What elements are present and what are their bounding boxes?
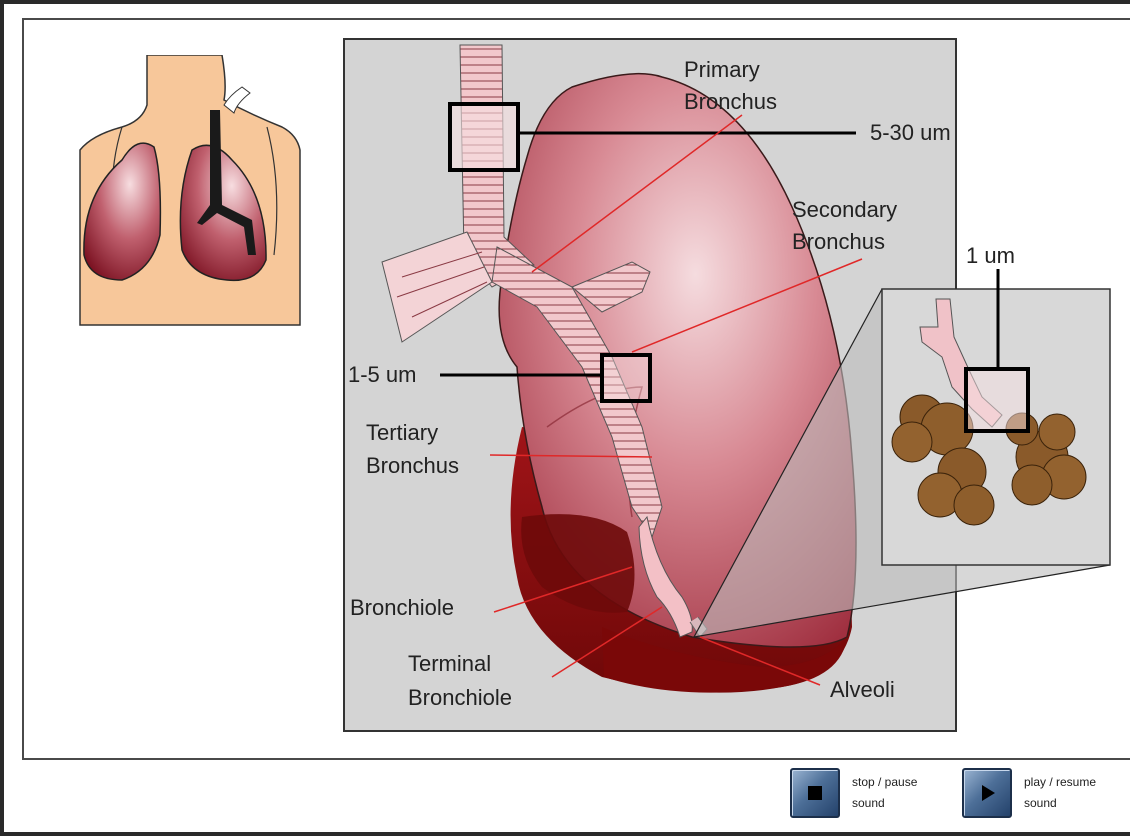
bronchiole-label: Bronchiole [350,595,454,620]
play-resume-button[interactable] [962,768,1012,818]
secondary-bronchus-label: Secondary [792,197,897,222]
primary-size-label: 5-30 um [870,120,951,145]
secondary-bronchus-label: Bronchus [792,229,885,254]
alveoli-size-label: 1 um [966,243,1015,268]
secondary-size-label: 1-5 um [348,362,416,387]
alveoli-label: Alveoli [830,677,895,702]
stop-label: stop / pause sound [852,772,942,814]
stop-pause-button[interactable] [790,768,840,818]
lung-diagram: Primary Bronchus 5-30 um Secondary Bronc… [342,37,1112,733]
alveoli-zoom-box [966,369,1028,431]
stop-control: stop / pause sound [790,768,942,818]
terminal-bronchiole-label: Terminal [408,651,491,676]
tertiary-bronchus-label: Bronchus [366,453,459,478]
play-icon [982,785,995,801]
primary-bronchus-label: Bronchus [684,89,777,114]
play-label: play / resume sound [1024,772,1114,814]
torso-thumbnail [52,55,302,327]
primary-bronchus-label: Primary [684,57,760,82]
terminal-bronchiole-label: Bronchiole [408,685,512,710]
primary-zoom-box [450,104,518,170]
tertiary-bronchus-label: Tertiary [366,420,438,445]
play-control: play / resume sound [962,768,1114,818]
secondary-zoom-box [602,355,650,401]
stop-icon [808,786,822,800]
